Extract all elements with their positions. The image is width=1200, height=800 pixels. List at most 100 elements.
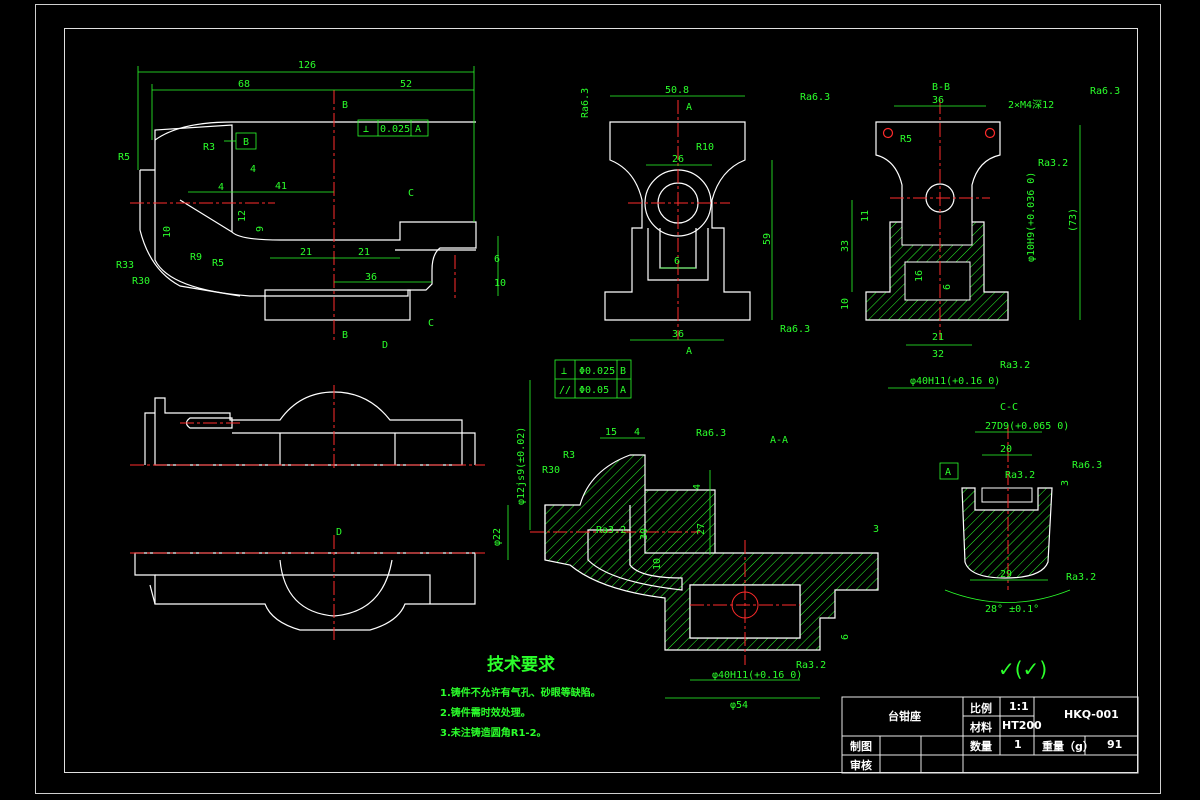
- side-mark-a-top: A: [686, 102, 692, 113]
- view-d: D: [130, 527, 485, 640]
- bb-diameter-10h9: φ10H9(+0.036 0): [1026, 172, 1037, 262]
- bb-dim-16: 16: [914, 270, 925, 282]
- roughness-general-symbol: ✓(✓): [998, 657, 1047, 681]
- bb-roughness-2: Ra3.2: [1038, 158, 1068, 169]
- aa-roughness-3: Ra3.2: [796, 660, 826, 671]
- side-dim-36: 36: [672, 329, 684, 340]
- front-mark-c-bot: C: [428, 318, 434, 329]
- material-label: 材料: [970, 721, 992, 734]
- side-dim-6: 6: [674, 256, 680, 267]
- front-dim-10b: 10: [494, 278, 506, 289]
- aa-tol1-datum: B: [620, 366, 626, 377]
- aa-tol2-value: Φ0.05: [579, 385, 609, 396]
- middle-left-view: [130, 385, 485, 470]
- front-dim-126: 126: [298, 60, 316, 71]
- aa-roughness-1: Ra6.3: [696, 428, 726, 439]
- drawing-outer-frame: [35, 4, 1161, 794]
- front-dim-9: 9: [255, 226, 266, 232]
- bb-dim-21: 21: [932, 332, 944, 343]
- side-roughness-1: Ra6.3: [800, 92, 830, 103]
- aa-radius-r30: R30: [542, 465, 560, 476]
- part-name: 台钳座: [888, 710, 921, 723]
- section-cc-view: C-C 27D9(+0.065 0) 20 29 3 28° ±0.1° A R…: [939, 402, 1102, 615]
- qty-value: 1: [1014, 738, 1022, 751]
- draw-label: 制图: [850, 740, 872, 753]
- bb-dim-11: 11: [860, 210, 871, 222]
- front-radius-r5b: R5: [212, 258, 224, 269]
- bb-dim-10: 10: [840, 298, 851, 310]
- tech-requirement-2: 2.铸件需时效处理。: [440, 708, 531, 719]
- side-radius-r10: R10: [696, 142, 714, 153]
- aa-tol1-value: Φ0.025: [579, 366, 615, 377]
- aa-dim-3: 3: [873, 524, 879, 535]
- front-mark-b-top: B: [342, 100, 348, 111]
- side-view: 50.8 26 6 36 59 R10 Ra6.3 Ra6.3 Ra6.3 A …: [580, 85, 830, 357]
- front-dim-12: 12: [237, 210, 248, 222]
- bb-roughness-3: Ra3.2: [1000, 360, 1030, 371]
- front-radius-r9: R9: [190, 252, 202, 263]
- check-label: 审核: [850, 759, 872, 772]
- aa-dim-10: 10: [652, 558, 663, 570]
- front-dim-41: 41: [275, 181, 287, 192]
- bb-roughness-1: Ra6.3: [1090, 86, 1120, 97]
- bb-holes-2xm4: 2×M4深12: [1008, 99, 1054, 111]
- aa-dim-30: 30: [639, 528, 650, 540]
- view-d-label: D: [336, 527, 342, 538]
- side-dim-50-8: 50.8: [665, 85, 689, 96]
- qty-label: 数量: [970, 740, 992, 753]
- cc-dim-20: 20: [1000, 444, 1012, 455]
- aa-dim-4b: 4: [692, 484, 703, 490]
- front-dim-21b: 21: [358, 247, 370, 258]
- weight-value: 91: [1107, 738, 1123, 751]
- side-dim-26: 26: [672, 154, 684, 165]
- front-dim-4a: 4: [250, 164, 256, 175]
- front-dim-52: 52: [400, 79, 412, 90]
- front-radius-r33: R33: [116, 260, 134, 271]
- bb-radius-r5: R5: [900, 134, 912, 145]
- tech-requirement-1: 1.铸件不允许有气孔、砂眼等缺陷。: [440, 688, 601, 699]
- cc-roughness-1: Ra3.2: [1005, 470, 1035, 481]
- material-value: HT200: [1002, 719, 1042, 732]
- aa-dim-phi22: φ22: [492, 528, 503, 546]
- front-datum-b: B: [243, 137, 249, 148]
- side-mark-a-bot: A: [686, 346, 692, 357]
- aa-diameter-12js9: φ12js9(±0.02): [516, 427, 527, 505]
- aa-tol1-symbol: ⊥: [561, 366, 567, 377]
- cc-datum-a: A: [945, 467, 951, 478]
- aa-dim-6: 6: [840, 634, 851, 640]
- cc-title: C-C: [1000, 402, 1018, 413]
- front-dim-10: 10: [162, 226, 173, 238]
- section-aa-view: A-A 15 4 4 27 30 10 3 6 φ22 φ54 R3 R30 φ…: [492, 359, 879, 711]
- cc-roughness-3: Ra3.2: [1066, 572, 1096, 583]
- section-bb-view: B-B 36 11 33 10 16 6 21 32 (73) 2×M4深12 …: [840, 82, 1120, 389]
- tech-requirements-title: 技术要求: [487, 655, 555, 675]
- aa-tol2-symbol: //: [559, 385, 571, 396]
- front-radius-r30: R30: [132, 276, 150, 287]
- title-block-grid: [841, 696, 1139, 774]
- aa-bore-40h11: φ40H11(+0.16 0): [712, 670, 802, 681]
- aa-tol2-datum: A: [620, 385, 626, 396]
- front-mark-c-top: C: [408, 188, 414, 199]
- front-view: 126 68 52 41 4 4 12 9 10 21 21 36 6 10 R…: [116, 60, 506, 351]
- aa-dim-27: 27: [696, 523, 707, 535]
- aa-dim-15: 15: [605, 427, 617, 438]
- weight-label: 重量（g）: [1042, 740, 1094, 753]
- tech-requirement-3: 3.未注铸造圆角R1-2。: [440, 728, 547, 739]
- drawing-number: HKQ-001: [1064, 708, 1119, 721]
- aa-radius-r3: R3: [563, 450, 575, 461]
- title-block: 台钳座 比例 1:1 材料 HT200 HKQ-001 制图 审核 数量 1 重…: [842, 697, 1138, 773]
- bb-dim-6: 6: [942, 284, 953, 290]
- scale-label: 比例: [970, 702, 992, 715]
- side-roughness-3: Ra6.3: [780, 324, 810, 335]
- cc-dim-29: 29: [1000, 569, 1012, 580]
- front-tol-value: 0.025: [380, 124, 410, 135]
- front-mark-b-bot: B: [342, 330, 348, 341]
- side-roughness-2: Ra6.3: [580, 88, 591, 118]
- cc-dim-27d9: 27D9(+0.065 0): [985, 421, 1069, 432]
- bb-dim-73: (73): [1068, 208, 1079, 232]
- cc-roughness-2: Ra6.3: [1072, 460, 1102, 471]
- front-dim-4b: 4: [218, 182, 224, 193]
- side-dim-59: 59: [762, 233, 773, 245]
- front-radius-r5: R5: [118, 152, 130, 163]
- front-dim-6: 6: [494, 254, 500, 265]
